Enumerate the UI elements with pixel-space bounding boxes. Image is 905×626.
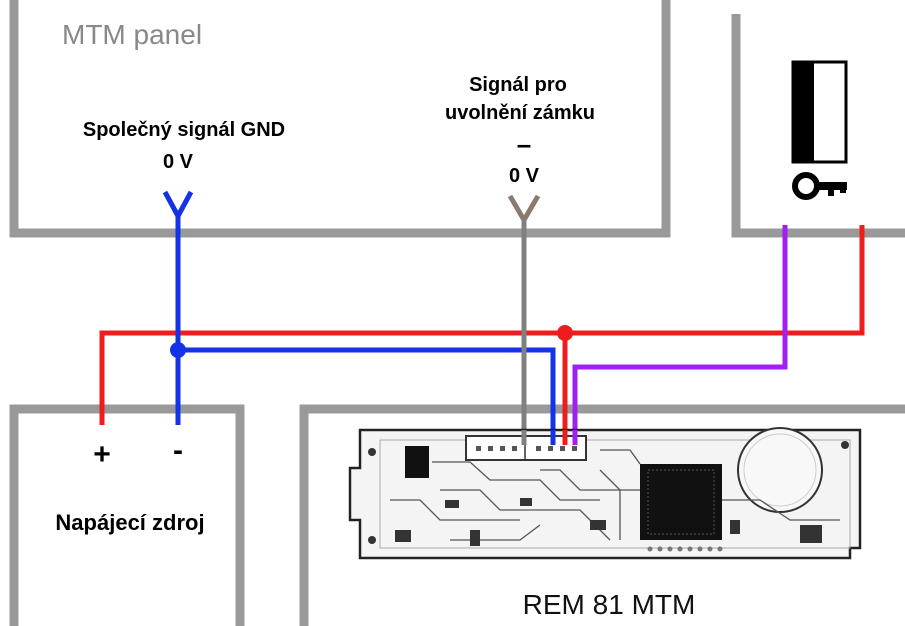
power-supply-plus: + — [93, 438, 111, 471]
lock-terminal-arrow — [507, 194, 541, 223]
lock-label-line2: uvolnění zámku — [445, 102, 595, 124]
lock-output-wire — [572, 225, 788, 445]
power-supply-title: Napájecí zdroj — [55, 510, 204, 535]
ground-branch-wire — [178, 347, 556, 445]
lock-label-line1: Signál pro — [469, 74, 567, 96]
power-supply-minus: - — [173, 434, 183, 467]
module-title: REM 81 MTM — [523, 589, 696, 620]
lock-box — [731, 14, 905, 238]
module-box — [299, 404, 905, 626]
lock-label-minus: – — [517, 129, 531, 159]
lock-label-line3: 0 V — [509, 165, 540, 187]
ground-junction — [170, 342, 186, 358]
gnd-terminal-arrow — [162, 190, 194, 219]
mtm-panel-box — [9, 0, 671, 238]
connector-wire-ends — [521, 430, 578, 445]
power-positive-junction — [557, 325, 573, 341]
door-lock-key-icon — [791, 60, 848, 200]
mtm-panel-title: MTM panel — [62, 19, 202, 50]
power-supply-box — [9, 404, 245, 626]
gnd-label-line2: 0 V — [163, 151, 194, 173]
rem81-circuit-board — [348, 427, 862, 560]
power-positive-wire — [99, 225, 865, 425]
gnd-label-line1: Společný signál GND — [83, 119, 285, 141]
